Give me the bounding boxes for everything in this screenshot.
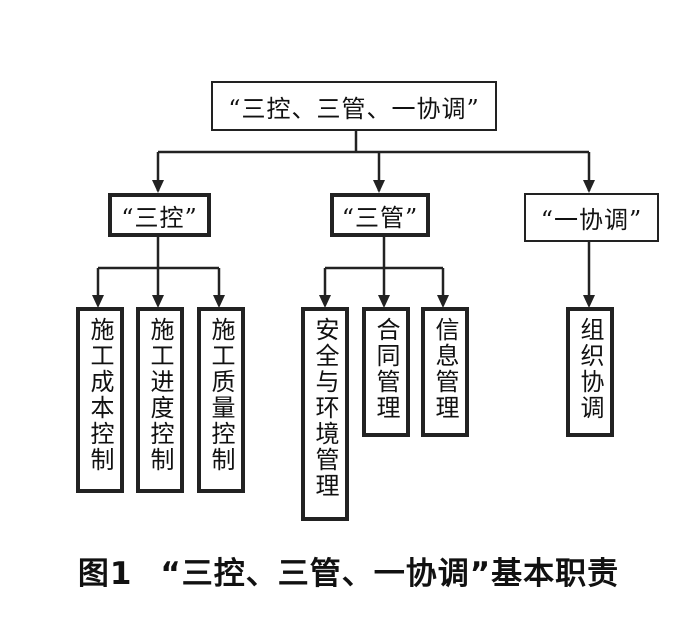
leaf-node-safety-env-management: 安全与环境管理 bbox=[301, 307, 349, 521]
leaf-node-label: 施工质量控制 bbox=[207, 317, 235, 473]
leaf-node-label: 合同管理 bbox=[372, 317, 400, 421]
leaf-node-label: 施工进度控制 bbox=[146, 317, 174, 473]
figure-caption: 图1 “三控、三管、一协调”基本职责 bbox=[0, 548, 697, 593]
leaf-node-label: 组织协调 bbox=[576, 317, 604, 421]
root-node-label: “三控、三管、一协调” bbox=[228, 94, 480, 123]
leaf-node-label: 安全与环境管理 bbox=[311, 317, 339, 499]
leaf-node-label: 信息管理 bbox=[431, 317, 459, 421]
leaf-node-schedule-control: 施工进度控制 bbox=[136, 307, 184, 493]
root-node: “三控、三管、一协调” bbox=[211, 81, 497, 131]
branch-node-sanguan: “三管” bbox=[330, 193, 430, 237]
leaf-node-label: 施工成本控制 bbox=[86, 317, 114, 473]
leaf-node-quality-control: 施工质量控制 bbox=[197, 307, 245, 493]
branch-node-yixietiao: “一协调” bbox=[524, 193, 659, 242]
branch-node-label: “一协调” bbox=[540, 206, 643, 234]
branch-node-sankong: “三控” bbox=[108, 193, 211, 237]
leaf-node-org-coordination: 组织协调 bbox=[566, 307, 614, 437]
leaf-node-contract-management: 合同管理 bbox=[362, 307, 410, 437]
figure-title: “三控、三管、一协调”基本职责 bbox=[160, 556, 620, 592]
branch-node-label: “三控” bbox=[121, 203, 198, 232]
leaf-node-cost-control: 施工成本控制 bbox=[76, 307, 124, 493]
leaf-node-info-management: 信息管理 bbox=[421, 307, 469, 437]
branch-node-label: “三管” bbox=[341, 203, 419, 232]
figure-number: 图1 bbox=[77, 556, 133, 592]
